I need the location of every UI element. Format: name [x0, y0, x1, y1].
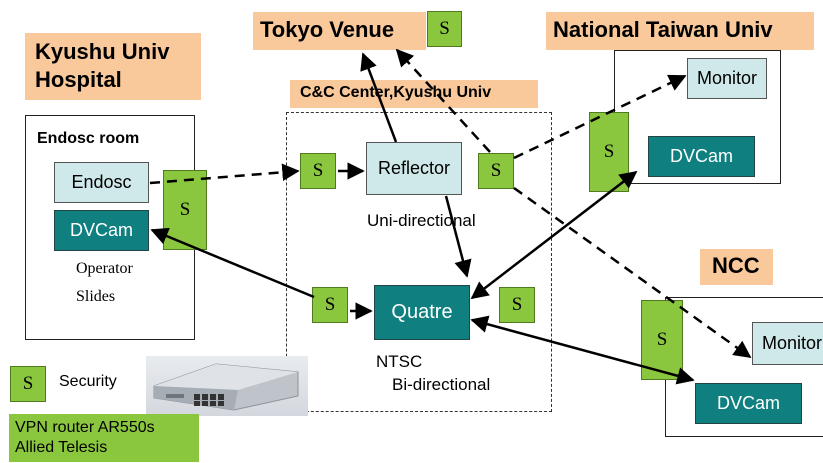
endosc-box: Endosc [54, 162, 149, 203]
monitor-taiwan-box: Monitor [687, 58, 767, 99]
arrow-taiwan-quatre-bidirectional [470, 170, 638, 300]
security-s-kyushu: S [163, 170, 207, 250]
legend-router-label: VPN router AR550s Allied Telesis [9, 414, 199, 462]
kyushu-hospital-label: Kyushu Univ Hospital [25, 33, 201, 100]
security-s-tokyo: S [427, 11, 462, 47]
cc-center-label: C&C Center,Kyushu Univ [290, 80, 538, 108]
arrow-center-to-taiwan-monitor [513, 74, 687, 160]
national-taiwan-label: National Taiwan Univ [546, 12, 814, 50]
dvcam-ncc-box: DVCam [695, 383, 802, 424]
ntsc-label: NTSC [376, 352, 423, 371]
endosc-room-title: Endosc room [37, 130, 140, 147]
ncc-label: NCC [700, 249, 773, 285]
monitor-ncc-box: Monitor [752, 322, 823, 365]
security-s-center-left-bottom: S [312, 287, 348, 323]
tokyo-venue-label: Tokyo Venue [253, 12, 426, 50]
arrow-reflector-to-quatre [444, 195, 472, 278]
arrow-endosc-to-center [149, 163, 300, 185]
arrow-reflector-to-tokyo [360, 52, 398, 143]
security-s-center-left-top: S [300, 153, 336, 189]
reflector-box: Reflector [366, 142, 462, 195]
uni-directional-label: Uni-directional [367, 211, 476, 230]
quatre-box: Quatre [374, 285, 470, 340]
vpn-router-drawing [153, 363, 299, 411]
dvcam-taiwan-box: DVCam [648, 136, 755, 177]
arrow-center-to-ncc-monitor [513, 186, 752, 359]
operator-label: Operator [76, 260, 133, 277]
bi-directional-label: Bi-directional [392, 375, 491, 394]
dvcam-kyushu-box: DVCam [54, 210, 149, 251]
vpn-router-image [146, 356, 308, 416]
legend-s-box: S [10, 366, 46, 402]
arrow-center-to-tokyo-dashed [395, 48, 491, 153]
arrow-ncc-quatre-bidirectional [470, 315, 695, 385]
arrow-kyushu-quatre-bidirectional [150, 227, 315, 299]
legend-security-label: Security [59, 373, 117, 390]
slides-label: Slides [76, 288, 116, 305]
